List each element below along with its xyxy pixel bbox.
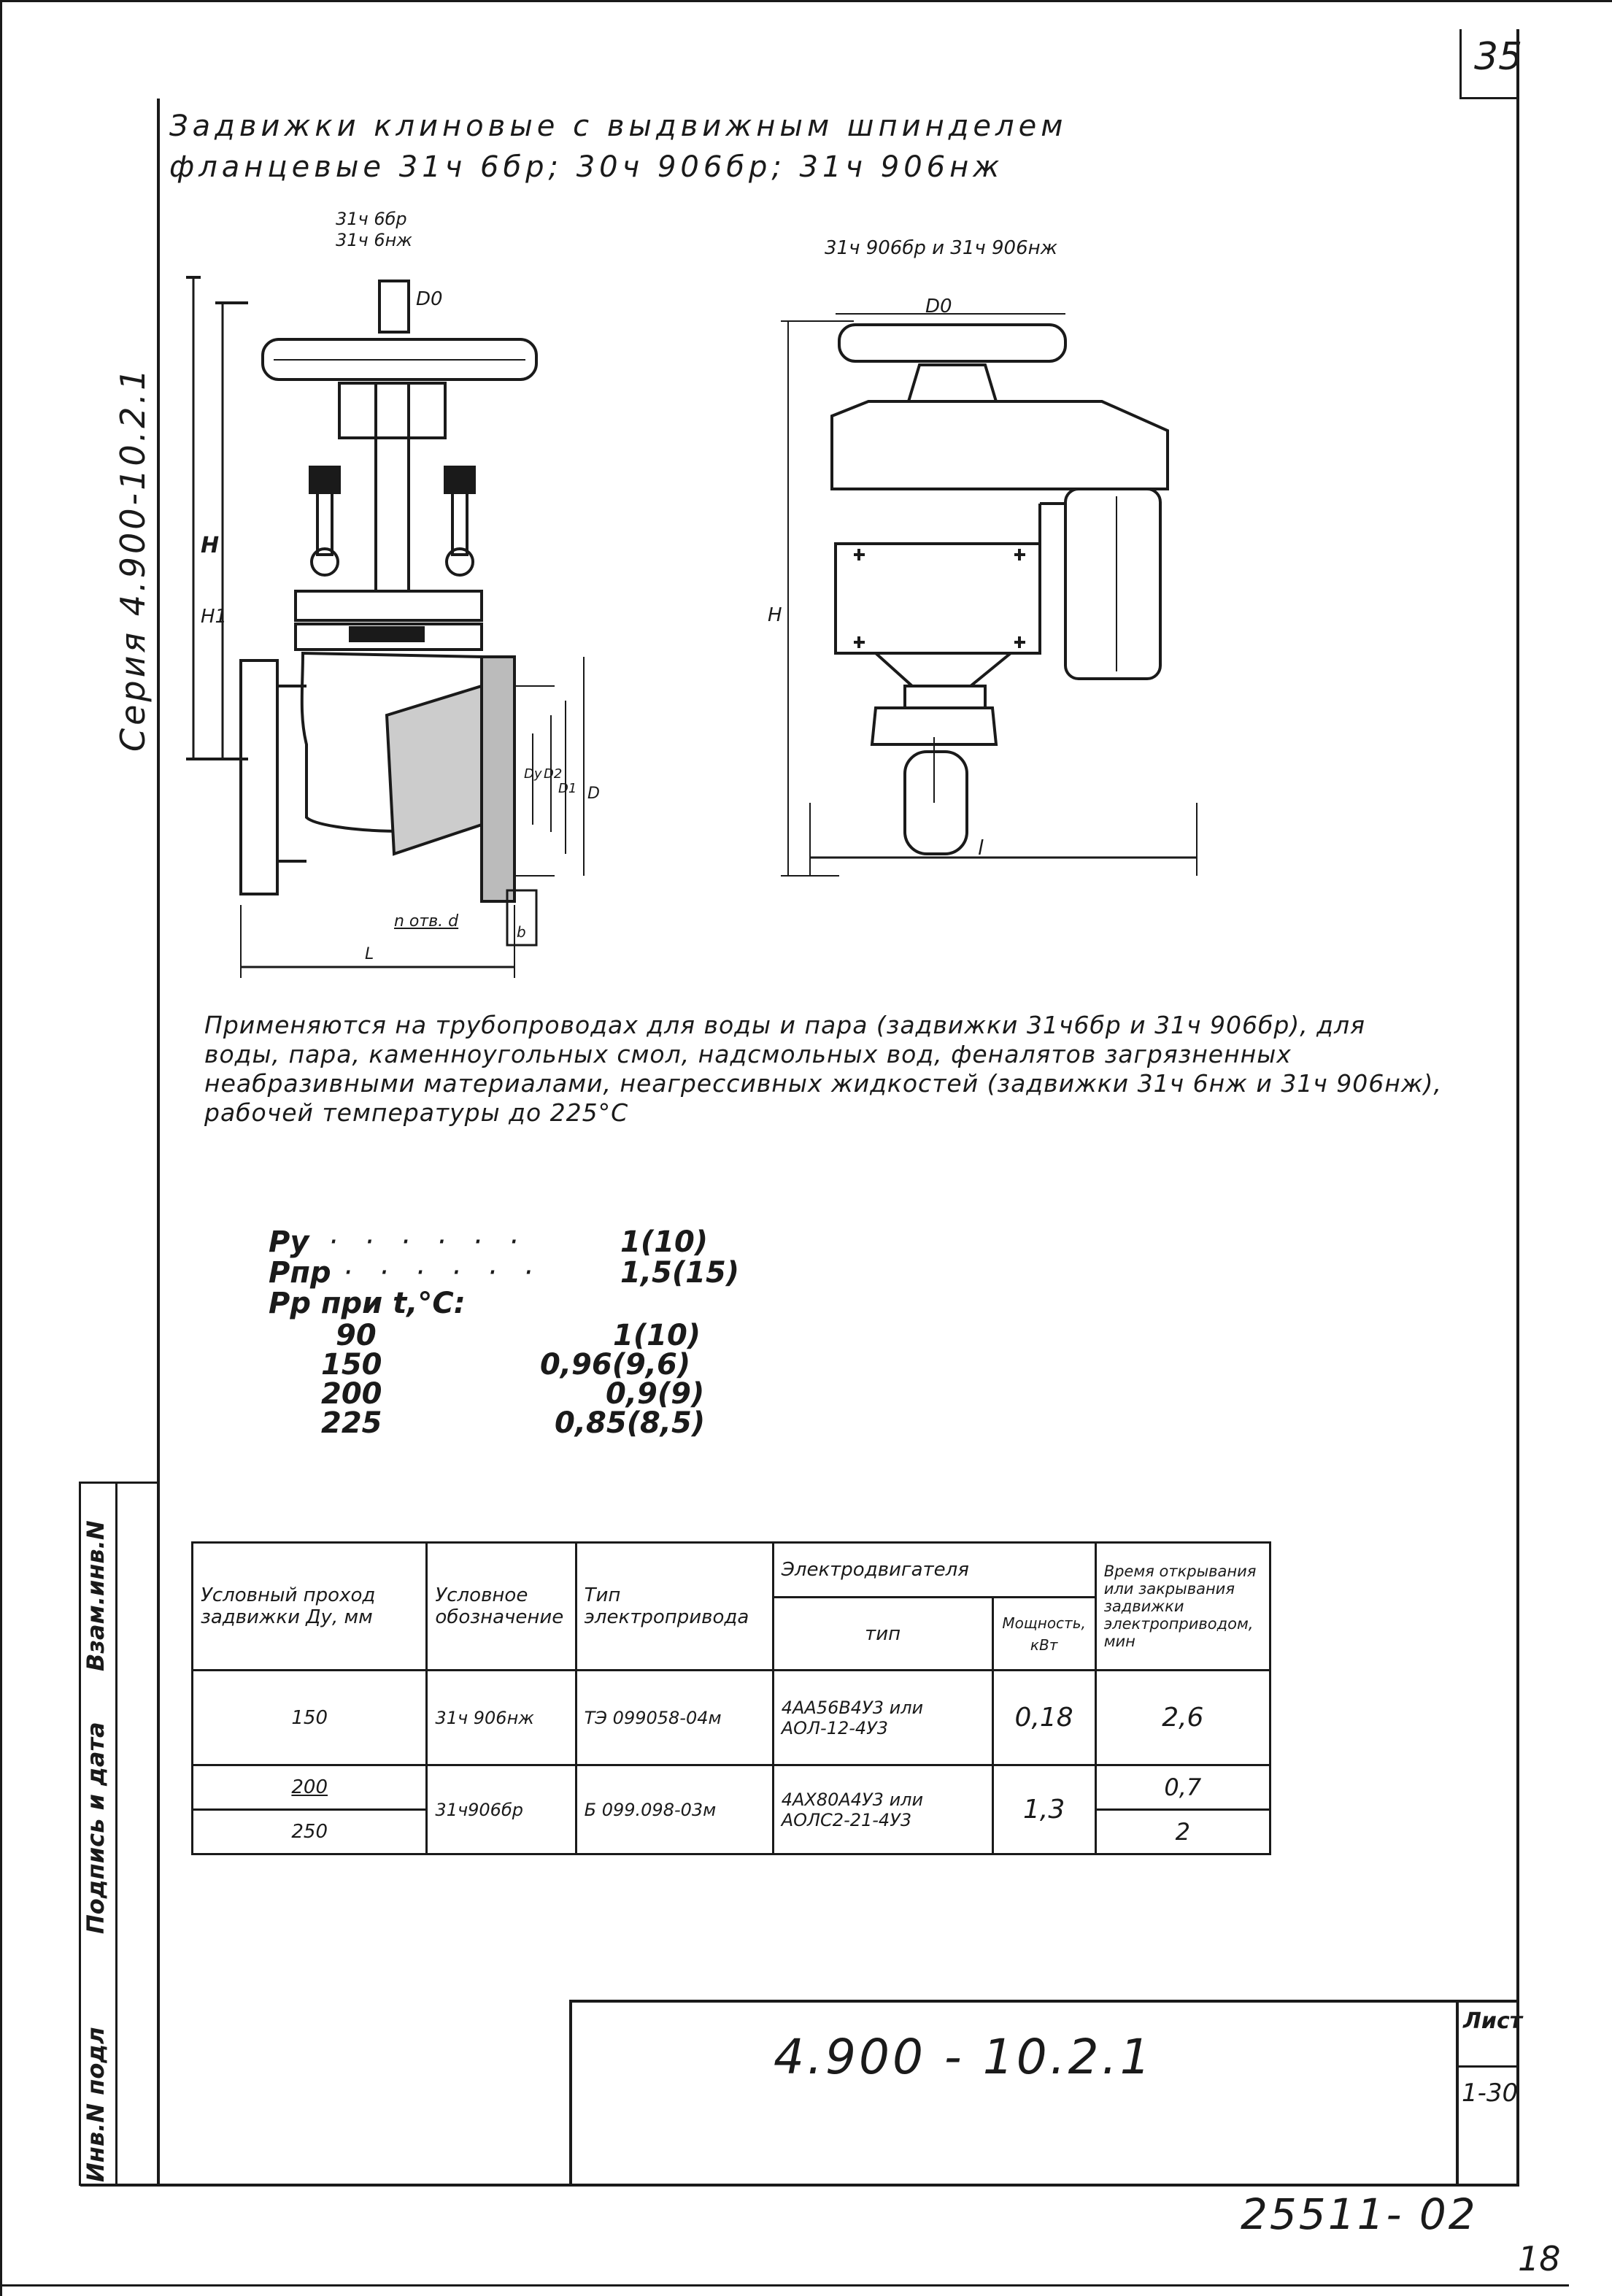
doc-code: 4.900 - 10.2.1 [774, 2029, 1154, 2085]
cell-power: 0,18 [991, 1669, 1097, 1766]
stamp-label-signature: Подпись и дата [82, 1722, 109, 1934]
stamp-strip-top [79, 1482, 159, 1484]
cell-time: 2 [1094, 1808, 1272, 1855]
cell-drive: Б 099.098-03м [574, 1764, 774, 1855]
frame-left [0, 0, 2, 2296]
table-subheader-row: тип Мощность, кВт [193, 1596, 1270, 1671]
th-power: Мощность, кВт [991, 1596, 1097, 1671]
table-row: 200 31ч906бр Б 099.098-03м 4АХ80А4У3 или… [190, 1764, 1272, 1855]
stamp-divider [115, 1482, 117, 2186]
sheet-label: Лист [1463, 2008, 1523, 2034]
cell-time: 2,6 [1094, 1669, 1272, 1766]
spec-v-150: 0,96(9,6) [540, 1348, 691, 1382]
left-dim-D: D [587, 785, 600, 803]
spec-t-225: 225 [321, 1406, 382, 1440]
table-row: 150 31ч 906нж ТЭ 099058-04м 4АА56В4У3 ил… [190, 1669, 1272, 1766]
cell-motor-type: 4АХ80А4У3 или АОЛС2-21-4У3 [771, 1764, 994, 1855]
cell-drive: ТЭ 099058-04м [574, 1669, 774, 1766]
spec-v-225: 0,85(8,5) [555, 1406, 706, 1440]
left-dim-holes: n отв. d [394, 912, 459, 931]
inner-frame-left [157, 99, 160, 2186]
left-dim-D0: D0 [416, 288, 443, 310]
spec-py-value: 1(10) [620, 1225, 709, 1259]
spec-t-200: 200 [321, 1377, 382, 1411]
right-caption: 31ч 906бр и 31ч 906нж [825, 237, 1058, 259]
cell-dn: 200 [190, 1764, 428, 1811]
th-motor: Электродвигателя [771, 1541, 1097, 1598]
th-drive: Тип электропривода [574, 1541, 774, 1671]
left-dim-b: b [517, 923, 526, 941]
spec-v-90: 1(10) [613, 1319, 701, 1352]
title-line-2: фланцевые 31ч 6бр; 30ч 906бр; 31ч 906нж [169, 150, 1004, 184]
valve-spec-table: Условный проход задвижки Ду, мм Условное… [190, 1541, 1272, 1855]
spec-py-label: Py [269, 1225, 309, 1259]
right-dim-D0: D0 [925, 296, 952, 317]
title-block-left [569, 2000, 572, 2186]
frame-top [0, 0, 1612, 2]
page-number: 35 [1474, 35, 1523, 79]
inventory-number: 25511- 02 [1241, 2189, 1478, 2239]
title-line-1: Задвижки клиновые с выдвижным шпинделем [169, 109, 1068, 143]
cell-time: 0,7 [1094, 1764, 1272, 1811]
cell-designation: 31ч906бр [425, 1764, 577, 1855]
table-row: 250 2 [190, 1808, 1272, 1855]
bottom-rule [0, 2284, 1569, 2287]
left-dim-H1: H1 [201, 606, 228, 628]
sheet-box-left [1456, 2000, 1459, 2186]
title-block-top [569, 2000, 1518, 2003]
spec-py-dots: · · · · · · [328, 1225, 527, 1259]
inner-frame-bottom [80, 2184, 1519, 2187]
page-number-box-bottom [1459, 97, 1518, 99]
stamp-label-replace: Взам.инв.N [82, 1520, 109, 1671]
spec-ppr-dots: · · · · · · [343, 1256, 541, 1290]
usage-paragraph: Применяются на трубопроводах для воды и … [204, 1011, 1442, 1127]
sheet-box-divider [1456, 2065, 1518, 2068]
left-dim-D1: D1 [558, 781, 577, 796]
page-number-box-left [1459, 29, 1462, 99]
cell-designation: 31ч 906нж [425, 1669, 577, 1766]
right-dim-H: H [768, 604, 782, 626]
th-motor-type: тип [771, 1596, 994, 1671]
spec-ppr-value: 1,5(15) [620, 1256, 740, 1290]
th-designation: Условное обозначение [425, 1541, 577, 1671]
spec-t-150: 150 [321, 1348, 382, 1382]
inner-frame-right [1516, 29, 1519, 2186]
sheet-number: 1-30 [1462, 2079, 1519, 2108]
cell-motor-type: 4АА56В4У3 или АОЛ-12-4У3 [771, 1669, 994, 1766]
left-dim-Dy: Dy [524, 766, 542, 782]
right-dim-l: l [978, 836, 984, 860]
table-header-row: Условный проход задвижки Ду, мм Условное… [190, 1541, 1272, 1671]
stamp-strip-left [79, 1482, 81, 2186]
valve-drawing-left [186, 276, 585, 978]
th-dn: Условный проход задвижки Ду, мм [190, 1541, 428, 1671]
page-index: 18 [1518, 2239, 1561, 2278]
spec-ppr-label: Pпр [269, 1256, 331, 1290]
left-caption-1: 31ч 6бр [336, 209, 407, 229]
left-dim-L: L [365, 945, 374, 963]
spec-pp-label: Pp при t,°C: [269, 1287, 466, 1320]
cell-dn: 150 [190, 1669, 428, 1766]
cell-dn: 250 [190, 1808, 428, 1855]
cell-power: 1,3 [991, 1764, 1097, 1855]
left-caption-2: 31ч 6нж [336, 230, 412, 250]
th-time: Время открывания или закрывания задвижки… [1094, 1541, 1272, 1671]
spec-v-200: 0,9(9) [606, 1377, 705, 1411]
spec-t-90: 90 [336, 1319, 377, 1352]
left-dim-D2: D2 [544, 766, 563, 782]
stamp-label-inventory: Инв.N подл [82, 2027, 109, 2182]
left-dim-H: H [201, 533, 220, 558]
valve-drawing-right [781, 313, 1198, 877]
